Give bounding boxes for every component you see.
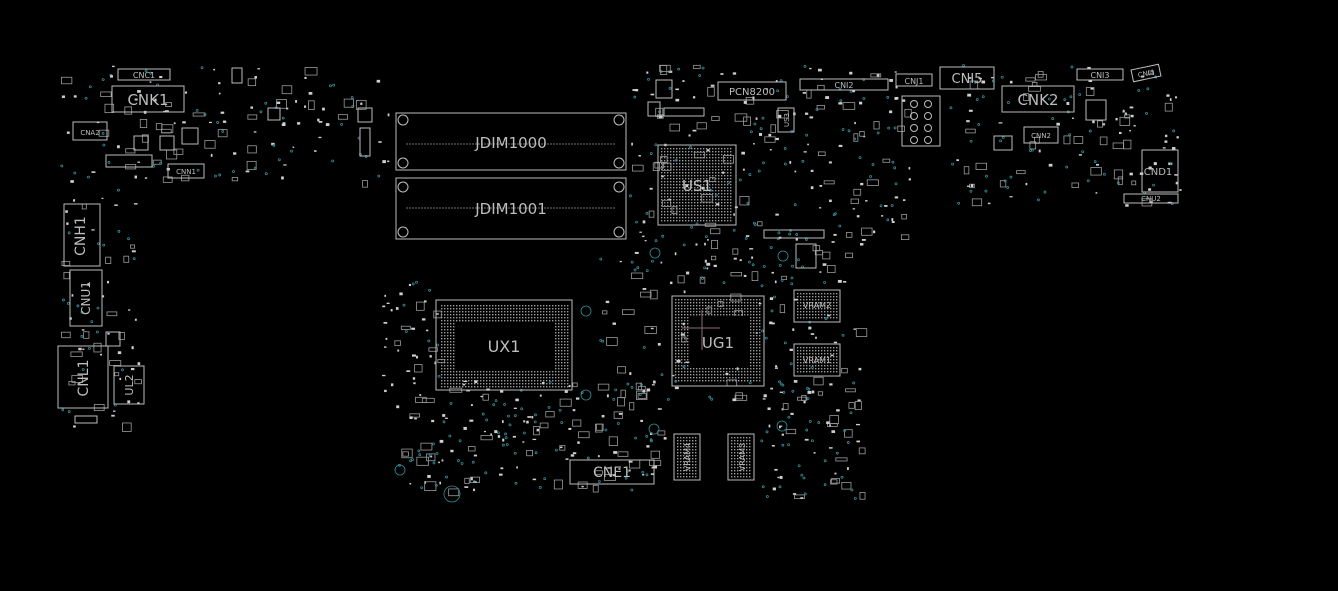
ug1-label: UG1 <box>702 334 734 352</box>
part-header <box>105 154 153 168</box>
component-cnu1[interactable]: CNU1 <box>69 269 103 327</box>
component-jdim1001[interactable]: JDIM1001 <box>395 177 627 240</box>
component-cni5[interactable]: CNI5 <box>939 66 995 90</box>
jdim1000-label: JDIM1000 <box>474 134 547 152</box>
component-cni2[interactable]: CNI2 <box>799 78 889 91</box>
part-small <box>763 229 825 239</box>
component-cnn1[interactable]: CNN1 <box>167 163 205 179</box>
component-vram3[interactable]: VRAM3 <box>727 433 755 481</box>
component-ul2[interactable]: UL2 <box>113 365 145 405</box>
part-dc-jack <box>901 95 941 147</box>
cnu1-label: CNU1 <box>79 281 93 315</box>
part-small <box>1085 99 1107 121</box>
cnd1-label: CND1 <box>1144 167 1173 178</box>
component-cne1[interactable]: CNE1 <box>569 459 655 485</box>
mounting-hole <box>777 250 789 262</box>
part-small <box>181 127 199 145</box>
cnu2-label: CNU2 <box>1141 195 1161 203</box>
small-components-layer <box>60 64 1182 500</box>
component-jdim1000[interactable]: JDIM1000 <box>395 112 627 171</box>
component-cni4[interactable]: CNI4 <box>1130 63 1162 83</box>
component-us3[interactable]: US3 <box>777 107 795 133</box>
cni5-label: CNI5 <box>952 72 983 87</box>
component-cnl1[interactable]: CNL1 <box>57 345 109 409</box>
part-small <box>231 67 243 84</box>
component-cnu2[interactable]: CNU2 <box>1123 193 1179 204</box>
vram1-label: VRAM1 <box>803 356 831 365</box>
component-cni3[interactable]: CNI3 <box>1076 68 1124 81</box>
part-small <box>159 135 175 151</box>
part-small <box>74 415 98 424</box>
part-small <box>795 243 817 269</box>
mounting-hole <box>580 305 592 317</box>
vram4-label: VRAM4 <box>683 443 692 471</box>
part-small <box>357 107 373 123</box>
component-cnd1[interactable]: CND1 <box>1141 149 1179 193</box>
cnn2-label: CNN2 <box>1031 132 1051 140</box>
part-small <box>133 135 149 151</box>
cnj1-label: CNJ1 <box>904 77 923 86</box>
cnn1-label: CNN1 <box>176 168 196 176</box>
component-cnc1[interactable]: CNC1 <box>117 68 171 81</box>
part-small <box>267 107 281 121</box>
component-cnk2[interactable]: CNK2 <box>1001 85 1075 113</box>
component-cnj1[interactable]: CNJ1 <box>895 73 933 87</box>
mounting-hole <box>776 420 788 432</box>
component-ug1[interactable]: UG1 <box>671 295 765 387</box>
cna2-label: CNA2 <box>80 129 99 137</box>
component-vram2[interactable]: VRAM2 <box>793 289 841 323</box>
us1-label: US1 <box>682 177 712 195</box>
cnk1-label: CNK1 <box>127 91 168 109</box>
cnc1-label: CNC1 <box>133 71 155 80</box>
ul2-label: UL2 <box>123 374 136 395</box>
jdim1001-label: JDIM1001 <box>474 200 547 218</box>
component-cna2[interactable]: CNA2 <box>72 121 108 141</box>
cni3-label: CNI3 <box>1090 71 1109 80</box>
mounting-hole <box>648 423 660 435</box>
ux1-label: UX1 <box>488 337 521 356</box>
vram3-label: VRAM3 <box>738 443 747 471</box>
part-small <box>359 127 371 157</box>
cne1-label: CNE1 <box>593 465 631 481</box>
part-small <box>647 101 661 117</box>
component-vram1[interactable]: VRAM1 <box>793 343 841 377</box>
mounting-hole <box>580 389 592 401</box>
vram2-label: VRAM2 <box>803 301 831 310</box>
mounting-hole <box>443 485 461 503</box>
component-cnh1[interactable]: CNH1 <box>63 203 101 267</box>
mounting-hole <box>649 247 661 259</box>
component-vram4[interactable]: VRAM4 <box>673 433 701 481</box>
component-cnn2[interactable]: CNN2 <box>1023 126 1059 144</box>
cnk2-label: CNK2 <box>1017 91 1058 109</box>
mounting-hole <box>394 464 406 476</box>
cni2-label: CNI2 <box>834 81 853 90</box>
cnl1-label: CNL1 <box>76 360 92 397</box>
pcn8200-label: PCN8200 <box>729 87 775 98</box>
component-ux1[interactable]: UX1 <box>435 299 573 391</box>
component-us1[interactable]: US1 <box>657 144 737 226</box>
cnh1-label: CNH1 <box>73 216 89 256</box>
component-pcn8200[interactable]: PCN8200 <box>717 81 787 101</box>
part-small <box>663 107 705 117</box>
cni4-label: CNI4 <box>1137 68 1155 79</box>
part-small <box>993 135 1013 151</box>
component-cnk1[interactable]: CNK1 <box>111 85 185 113</box>
us3-label: US3 <box>783 113 791 127</box>
part-small <box>655 79 673 99</box>
part-small <box>105 331 121 347</box>
